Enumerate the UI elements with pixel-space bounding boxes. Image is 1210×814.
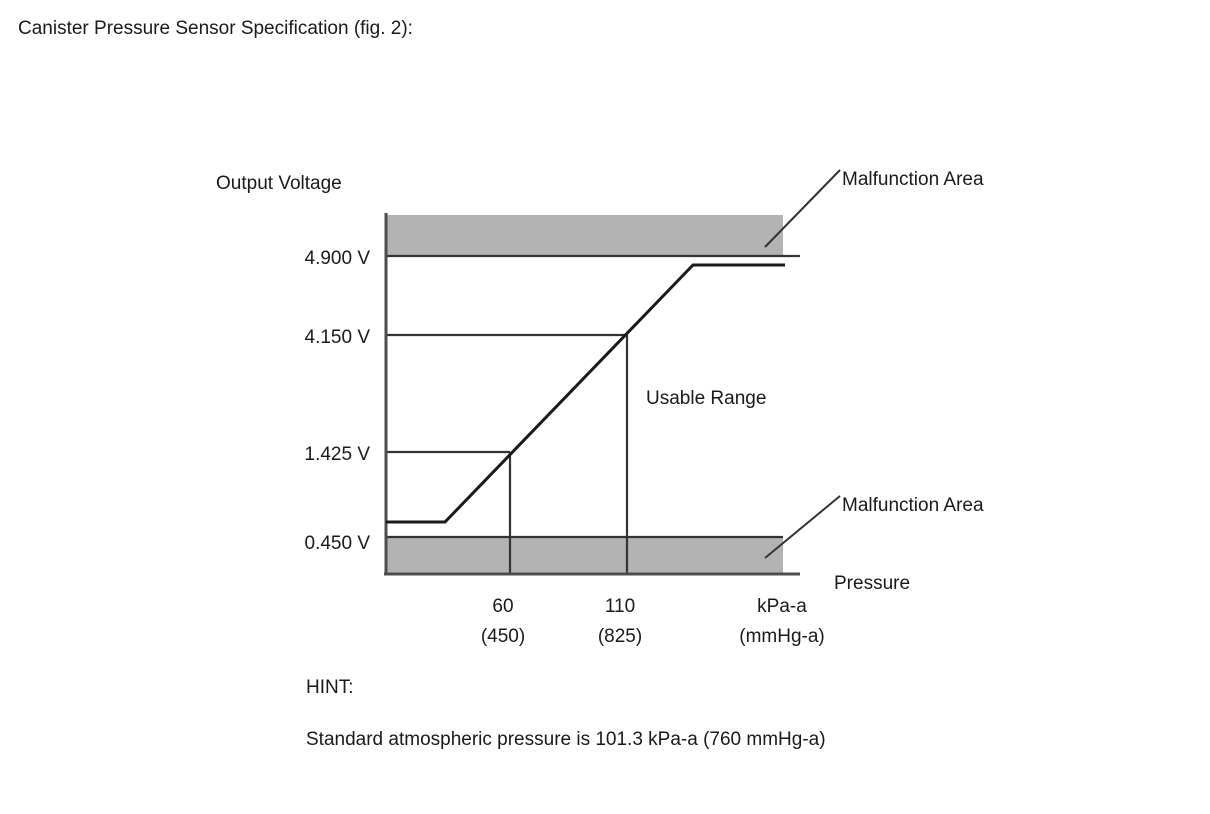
malfunction-area-label-upper: Malfunction Area [842,169,984,190]
malfunction-area-label-lower: Malfunction Area [842,495,984,516]
malfunction-band-upper [385,215,783,256]
usable-range-label: Usable Range [646,388,766,409]
hint-heading: HINT: [306,677,354,698]
x-tick-label-825: (825) [598,626,642,647]
y-tick-label-0450v: 0.450 V [305,533,371,554]
hint-body: Standard atmospheric pressure is 101.3 k… [306,729,826,750]
y-tick-label-4150v: 4.150 V [305,327,371,348]
x-tick-label-450: (450) [481,626,525,647]
leader-line-malfunction-upper [764,169,841,248]
x-unit-label-mmhg: (mmHg-a) [739,626,825,647]
x-axis-title: Pressure [834,573,910,594]
leader-line-malfunction-lower [764,495,841,559]
x-unit-label-kpa: kPa-a [757,596,807,617]
y-tick-label-4900v: 4.900 V [305,248,371,269]
sensor-output-curve [386,263,785,524]
y-tick-label-1425v: 1.425 V [305,444,371,465]
page-title: Canister Pressure Sensor Specification (… [18,18,413,39]
x-tick-label-110: 110 [605,596,635,617]
y-axis-title: Output Voltage [216,173,342,194]
x-tick-label-60: 60 [492,596,513,617]
malfunction-band-lower [385,537,783,573]
